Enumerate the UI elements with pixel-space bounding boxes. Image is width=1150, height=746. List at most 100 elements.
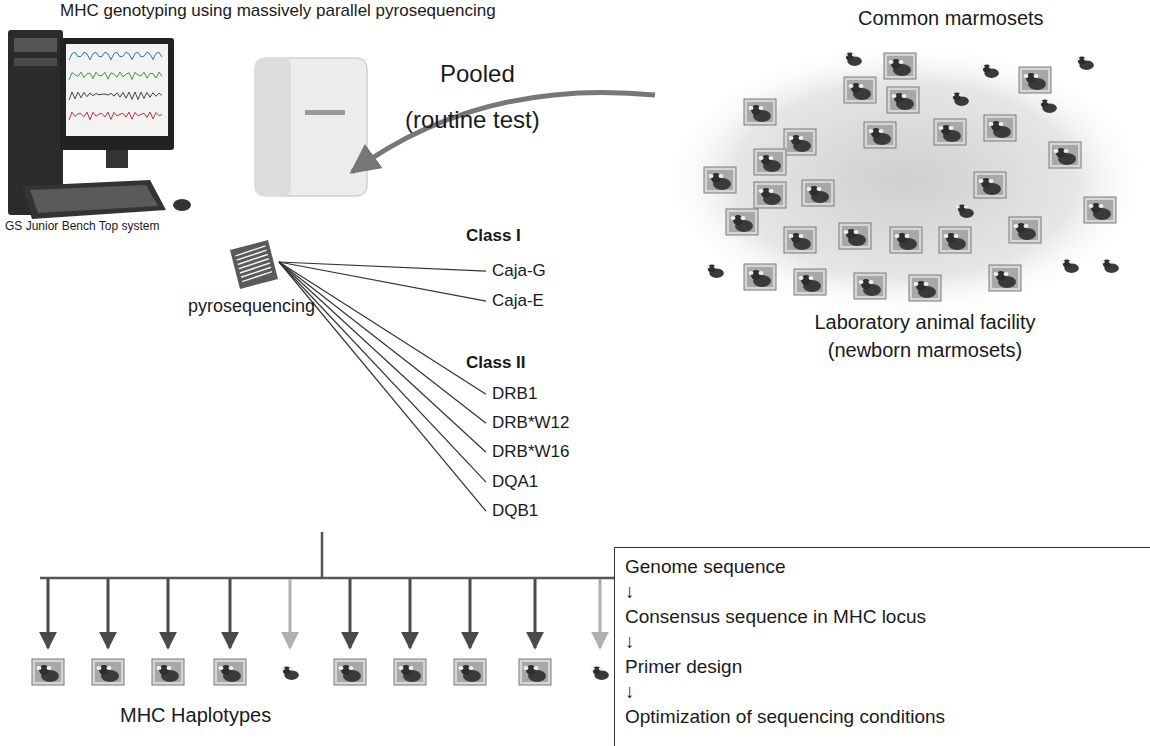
- marmoset-part: [890, 90, 916, 110]
- gene-label: DQA1: [492, 472, 538, 492]
- marmoset-part: [889, 60, 894, 64]
- plate-part: [238, 254, 268, 264]
- marmoset-icon: [591, 666, 609, 680]
- marmoset-part: [989, 179, 994, 183]
- marmoset-part: [859, 280, 864, 284]
- marmoset-part: [914, 282, 919, 286]
- marmoset-part: [807, 187, 812, 191]
- marmoset-part: [1076, 57, 1080, 60]
- marmoset-part: [887, 87, 919, 113]
- marmoset-part: [1052, 145, 1078, 165]
- method-label: pyrosequencing: [188, 296, 315, 318]
- marmoset-part: [924, 282, 929, 286]
- diagram-title: MHC genotyping using massively parallel …: [60, 1, 496, 21]
- haplotype-arrow: [349, 579, 352, 648]
- marmoset-part: [749, 271, 754, 275]
- marmoset-part: [987, 118, 1013, 138]
- marmoset-part: [842, 226, 868, 246]
- marmoset-part: [895, 234, 900, 238]
- marmoset-part: [852, 53, 856, 56]
- marmoset-part: [905, 234, 910, 238]
- marmoset-part: [799, 234, 804, 238]
- marmoset-part: [409, 666, 414, 670]
- step-text: Consensus sequence in MHC locus: [625, 604, 1148, 629]
- marmoset-part: [879, 129, 884, 133]
- marmoset-icon: [92, 659, 124, 685]
- step-arrow: ↓: [625, 579, 1148, 604]
- gene-label: Caja-G: [492, 261, 546, 281]
- marmoset-icon: [281, 666, 299, 680]
- marmoset-part: [334, 659, 366, 685]
- marmoset-part: [912, 278, 938, 298]
- plate-lead: [279, 262, 486, 452]
- marmoset-part: [219, 666, 224, 670]
- marmoset-part: [469, 666, 474, 670]
- marmoset-part: [707, 170, 733, 190]
- mouse: [173, 199, 191, 211]
- step-text: Primer design: [625, 654, 1148, 679]
- marmoset-part: [599, 667, 603, 670]
- plate-lead: [279, 262, 486, 482]
- marmoset-part: [954, 234, 959, 238]
- marmoset-part: [706, 265, 710, 268]
- marmoset-part: [1039, 100, 1043, 103]
- marmoset-part: [789, 234, 794, 238]
- marmoset-part: [157, 666, 162, 670]
- marmoset-part: [864, 122, 896, 148]
- plate-lead: [279, 262, 486, 394]
- group-label: Common marmosets: [858, 6, 1044, 30]
- colony-cloud: [660, 40, 1150, 320]
- marmoset-part: [726, 209, 758, 235]
- step-text: Genome sequence: [625, 554, 1148, 579]
- marmoset-part: [1024, 74, 1029, 78]
- marmoset-part: [757, 152, 783, 172]
- marmoset-part: [789, 136, 794, 140]
- marmoset-part: [909, 275, 941, 301]
- class-heading: Class II: [466, 353, 526, 373]
- marmoset-part: [719, 174, 724, 178]
- marmoset-part: [817, 187, 822, 191]
- group-label: Laboratory animal facility (newborn marm…: [790, 308, 1060, 364]
- marmoset-part: [1047, 100, 1051, 103]
- marmoset-part: [892, 94, 897, 98]
- marmoset-part: [959, 93, 963, 96]
- marmoset-icon: [844, 52, 862, 66]
- marmoset-part: [1084, 57, 1088, 60]
- haplotype-arrow: [47, 579, 50, 648]
- label-text: Pooled: [440, 60, 515, 89]
- sequencer: [255, 58, 367, 196]
- marmoset-part: [524, 666, 529, 670]
- marmoset-part: [979, 179, 984, 183]
- marmoset-part: [949, 126, 954, 130]
- marmoset-part: [849, 84, 854, 88]
- marmoset-part: [844, 77, 876, 103]
- screen-trace: [69, 92, 162, 100]
- marmoset-part: [217, 662, 243, 682]
- marmoset-icon: [802, 180, 834, 206]
- marmoset-part: [942, 230, 968, 250]
- marmoset-part: [1014, 224, 1019, 228]
- marmoset-part: [869, 280, 874, 284]
- marmoset-icon: [726, 209, 758, 235]
- marmoset-part: [805, 183, 831, 203]
- haplotype-arrow: [409, 579, 412, 648]
- marmoset-icon: [1084, 197, 1116, 223]
- marmoset-part: [799, 276, 804, 280]
- marmoset-part: [884, 53, 916, 79]
- marmoset-part: [459, 666, 464, 670]
- gene-label: DRB*W12: [492, 413, 569, 433]
- marmoset-icon: [939, 227, 971, 253]
- screen-trace: [69, 52, 162, 60]
- label-text: (routine test): [405, 106, 540, 135]
- marmoset-icon: [214, 659, 246, 685]
- marmoset-icon: [887, 87, 919, 113]
- marmoset-part: [1084, 197, 1116, 223]
- tree-bar: [40, 577, 620, 580]
- marmoset-part: [902, 94, 907, 98]
- result-label: MHC Haplotypes: [120, 703, 271, 727]
- haplotype-arrow: [534, 579, 537, 648]
- marmoset-part: [744, 99, 776, 125]
- sequencer-side: [255, 58, 291, 196]
- marmoset-part: [989, 122, 994, 126]
- keyboard: [22, 180, 166, 219]
